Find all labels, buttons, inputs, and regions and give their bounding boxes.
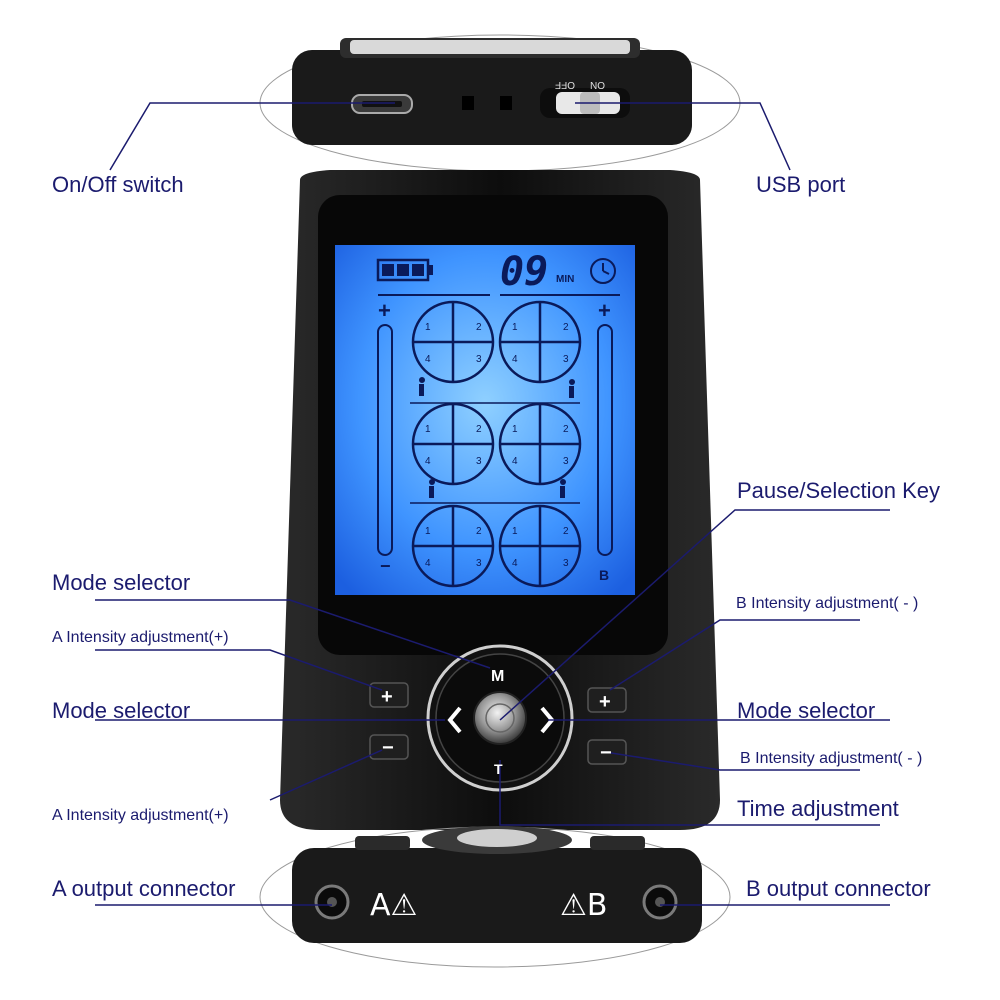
bottom-edge-view <box>292 826 702 943</box>
device-body <box>280 170 720 830</box>
connector-b-label: ⚠B <box>560 888 607 923</box>
lcd-plus-b: + <box>598 298 611 323</box>
lcd-channel-b: B <box>599 567 609 583</box>
svg-text:2: 2 <box>563 322 569 333</box>
label-a-intensity-plus-bottom: A Intensity adjustment(+) <box>52 807 229 824</box>
label-b-output-connector: B output connector <box>746 876 931 901</box>
svg-text:4: 4 <box>425 354 431 365</box>
label-pause-selection-key: Pause/Selection Key <box>737 478 941 503</box>
label-mode-selector-top: Mode selector <box>52 570 191 595</box>
label-b-intensity-minus-top: B Intensity adjustment( - ) <box>736 595 919 612</box>
a-plus-button-label: + <box>381 686 393 708</box>
svg-text:3: 3 <box>476 558 482 569</box>
dial-number-labels: 1 2 4 3 1 2 4 3 1 2 4 3 1 2 4 3 1 2 4 3 … <box>425 322 569 569</box>
top-edge-view <box>292 38 692 145</box>
chevron-left-icon[interactable] <box>447 706 462 734</box>
svg-text:4: 4 <box>512 354 518 365</box>
svg-text:4: 4 <box>425 456 431 467</box>
svg-text:1: 1 <box>512 526 518 537</box>
label-mode-selector-right: Mode selector <box>737 698 876 723</box>
program-dials <box>411 300 582 588</box>
svg-text:2: 2 <box>476 322 482 333</box>
intensity-bar-a <box>377 324 393 556</box>
leader-lines <box>95 102 890 906</box>
connector-a-label: A⚠ <box>370 888 417 923</box>
mode-button-label: M <box>491 668 504 685</box>
lcd-timer-unit: MIN <box>556 274 574 285</box>
svg-text:1: 1 <box>425 424 431 435</box>
label-on-off-switch: On/Off switch <box>52 172 184 197</box>
label-usb-port: USB port <box>756 172 846 197</box>
svg-text:3: 3 <box>563 558 569 569</box>
svg-text:3: 3 <box>563 354 569 365</box>
b-minus-button-label: − <box>600 742 612 764</box>
svg-text:2: 2 <box>563 526 569 537</box>
time-button-label: T <box>494 761 503 777</box>
a-intensity-minus-button[interactable] <box>369 734 409 760</box>
label-a-intensity-plus-top: A Intensity adjustment(+) <box>52 629 229 646</box>
lcd-timer: 09 <box>500 249 548 295</box>
battery-icon <box>376 258 433 282</box>
svg-text:2: 2 <box>563 424 569 435</box>
b-intensity-plus-button[interactable] <box>587 687 627 713</box>
runner-icons <box>419 377 575 498</box>
switch-on-text: ON <box>590 79 605 90</box>
svg-text:1: 1 <box>425 526 431 537</box>
label-time-adjustment: Time adjustment <box>737 796 899 821</box>
pause-selection-key[interactable] <box>473 691 527 745</box>
svg-text:4: 4 <box>512 456 518 467</box>
lcd-plus-a: + <box>378 298 391 323</box>
label-a-output-connector: A output connector <box>52 876 236 901</box>
lcd-minus-a: − <box>380 556 391 576</box>
svg-text:1: 1 <box>512 424 518 435</box>
intensity-bar-b <box>597 324 613 556</box>
svg-text:2: 2 <box>476 424 482 435</box>
svg-text:4: 4 <box>512 558 518 569</box>
label-mode-selector-left: Mode selector <box>52 698 191 723</box>
label-b-intensity-minus-bottom: B Intensity adjustment( - ) <box>740 750 923 767</box>
a-minus-button-label: − <box>382 737 394 759</box>
svg-text:2: 2 <box>476 526 482 537</box>
svg-text:3: 3 <box>476 354 482 365</box>
svg-text:3: 3 <box>563 456 569 467</box>
svg-text:4: 4 <box>425 558 431 569</box>
svg-text:1: 1 <box>512 322 518 333</box>
b-plus-button-label: + <box>599 691 611 713</box>
switch-off-text: OFF <box>555 79 575 90</box>
svg-text:1: 1 <box>425 322 431 333</box>
svg-text:3: 3 <box>476 456 482 467</box>
clock-icon <box>590 258 616 284</box>
